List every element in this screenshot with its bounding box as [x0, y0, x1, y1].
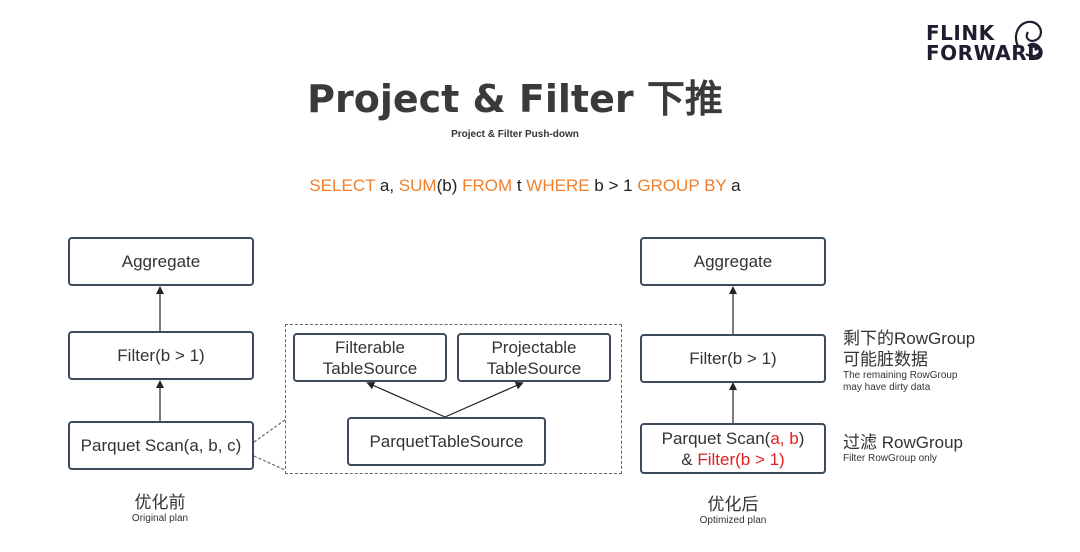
- projectable-table-source-node: Projectable TableSource: [457, 333, 611, 382]
- left-scan-node: Parquet Scan(a, b, c): [68, 421, 254, 470]
- scan-suffix: ): [798, 428, 805, 448]
- sql-text: t: [512, 176, 527, 195]
- parquet-table-source-node: ParquetTableSource: [347, 417, 546, 466]
- table-source-callout: [285, 324, 622, 474]
- remaining-zh1: 剩下的RowGroup: [843, 329, 976, 348]
- filterable-table-source-node: Filterable TableSource: [293, 333, 447, 382]
- right-aggregate-node: Aggregate: [640, 237, 826, 286]
- pushed-filter: Filter(b > 1): [697, 449, 785, 469]
- scan-and: &: [681, 449, 698, 469]
- projectable-line1: Projectable: [491, 337, 577, 357]
- sql-keyword: GROUP BY: [637, 176, 727, 195]
- right-scan-node: Parquet Scan(a, b) & Filter(b > 1): [640, 423, 826, 474]
- page-title: Project & Filter 下推: [307, 77, 723, 121]
- callout-line-bottom: [253, 455, 286, 471]
- sql-keyword: FROM: [462, 176, 513, 195]
- arrow-parquet-to-projectable: [444, 381, 524, 418]
- left-caption: 优化前 Original plan: [90, 488, 230, 524]
- right-scan-line2: & Filter(b > 1): [662, 449, 805, 470]
- arrow-parquet-to-filterable: [366, 381, 446, 418]
- pushed-projection: a, b: [770, 428, 799, 448]
- logo-line1: FLINK: [926, 21, 995, 45]
- right-caption-en: Optimized plan: [699, 515, 767, 526]
- squirrel-icon: [1014, 20, 1042, 58]
- right-caption-zh: 优化后: [707, 495, 759, 514]
- filter-en: Filter RowGroup only: [843, 453, 937, 464]
- scan-prefix: Parquet Scan(: [661, 428, 771, 448]
- right-scan-line1: Parquet Scan(a, b): [662, 428, 805, 449]
- sql-text: (b): [436, 176, 463, 195]
- sql-text: a,: [375, 176, 399, 195]
- right-filter-node: Filter(b > 1): [640, 334, 826, 383]
- right-caption: 优化后 Optimized plan: [663, 490, 803, 526]
- filterable-line1: Filterable: [335, 337, 405, 357]
- sql-statement: SELECT a, SUM(b) FROM t WHERE b > 1 GROU…: [0, 176, 1050, 196]
- remaining-en1: The remaining RowGroup: [843, 370, 958, 381]
- remaining-rowgroup-note: 剩下的RowGroup 可能脏数据 The remaining RowGroup…: [843, 328, 975, 394]
- sql-keyword: SUM: [398, 176, 437, 195]
- left-aggregate-node: Aggregate: [68, 237, 254, 286]
- filter-rowgroup-note: 过滤 RowGroup Filter RowGroup only: [843, 432, 963, 465]
- left-caption-zh: 优化前: [134, 493, 186, 512]
- filterable-line2: TableSource: [322, 358, 418, 378]
- left-filter-node: Filter(b > 1): [68, 331, 254, 380]
- flink-forward-logo: FLINK FORWARD: [918, 10, 1058, 66]
- sql-keyword: WHERE: [526, 176, 590, 195]
- left-caption-en: Original plan: [131, 513, 189, 524]
- sql-keyword: SELECT: [309, 176, 376, 195]
- callout-line-top: [253, 419, 286, 443]
- filter-zh: 过滤 RowGroup: [843, 433, 963, 452]
- page-subtitle: Project & Filter Push-down: [451, 129, 579, 140]
- projectable-line2: TableSource: [486, 358, 582, 378]
- logo-line2: FORWARD: [926, 41, 1045, 65]
- sql-text: b > 1: [589, 176, 638, 195]
- remaining-zh2: 可能脏数据: [843, 350, 928, 369]
- remaining-en2: may have dirty data: [843, 382, 931, 393]
- sql-text: a: [726, 176, 741, 195]
